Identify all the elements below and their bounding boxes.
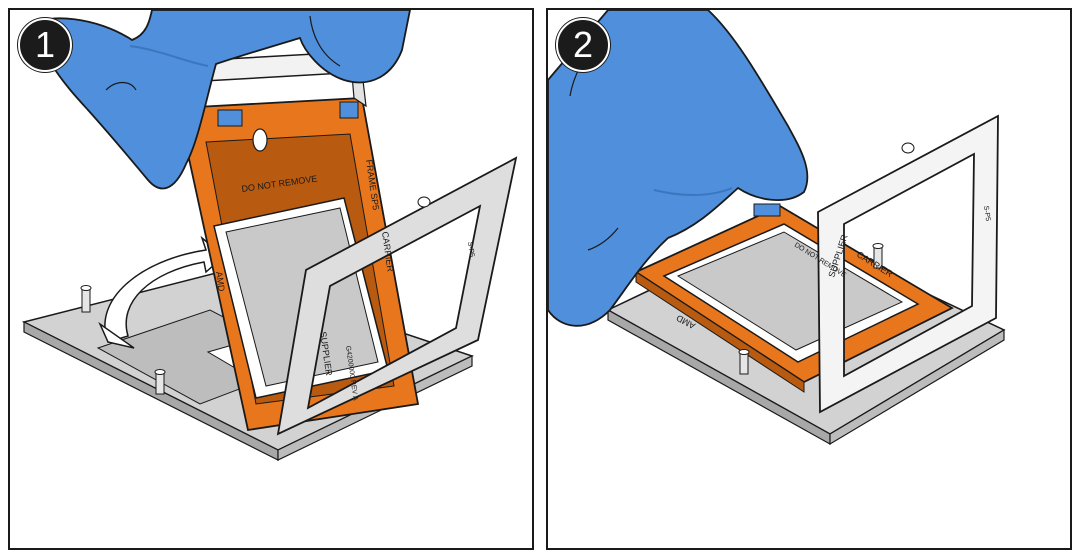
step-2-panel: CARRIER SUPPLIER AMD DO NOT REMOVE S-P5 … — [546, 8, 1072, 550]
frame-mark-label: S-P5 — [982, 205, 991, 221]
gloved-hand — [35, 10, 411, 190]
cpu-chip — [662, 223, 920, 363]
gloved-hand — [548, 10, 809, 327]
step-number-badge: 2 — [556, 18, 610, 72]
pressure-plate-frame — [817, 114, 999, 414]
step-2-illustration: CARRIER SUPPLIER AMD DO NOT REMOVE S-P5 — [548, 10, 1006, 446]
amd-label: AMD — [214, 271, 227, 293]
step-1-panel: DO NOT REMOVE FRAME SP5 CARRIER AMD SUPP… — [8, 8, 534, 550]
frame-mark-label: S-P5 — [466, 241, 475, 257]
step-number-badge: 1 — [18, 18, 72, 72]
guide-posts — [738, 243, 884, 375]
step-1-illustration: DO NOT REMOVE FRAME SP5 CARRIER AMD SUPP… — [21, 10, 518, 461]
pressure-plate-frame — [276, 156, 518, 436]
